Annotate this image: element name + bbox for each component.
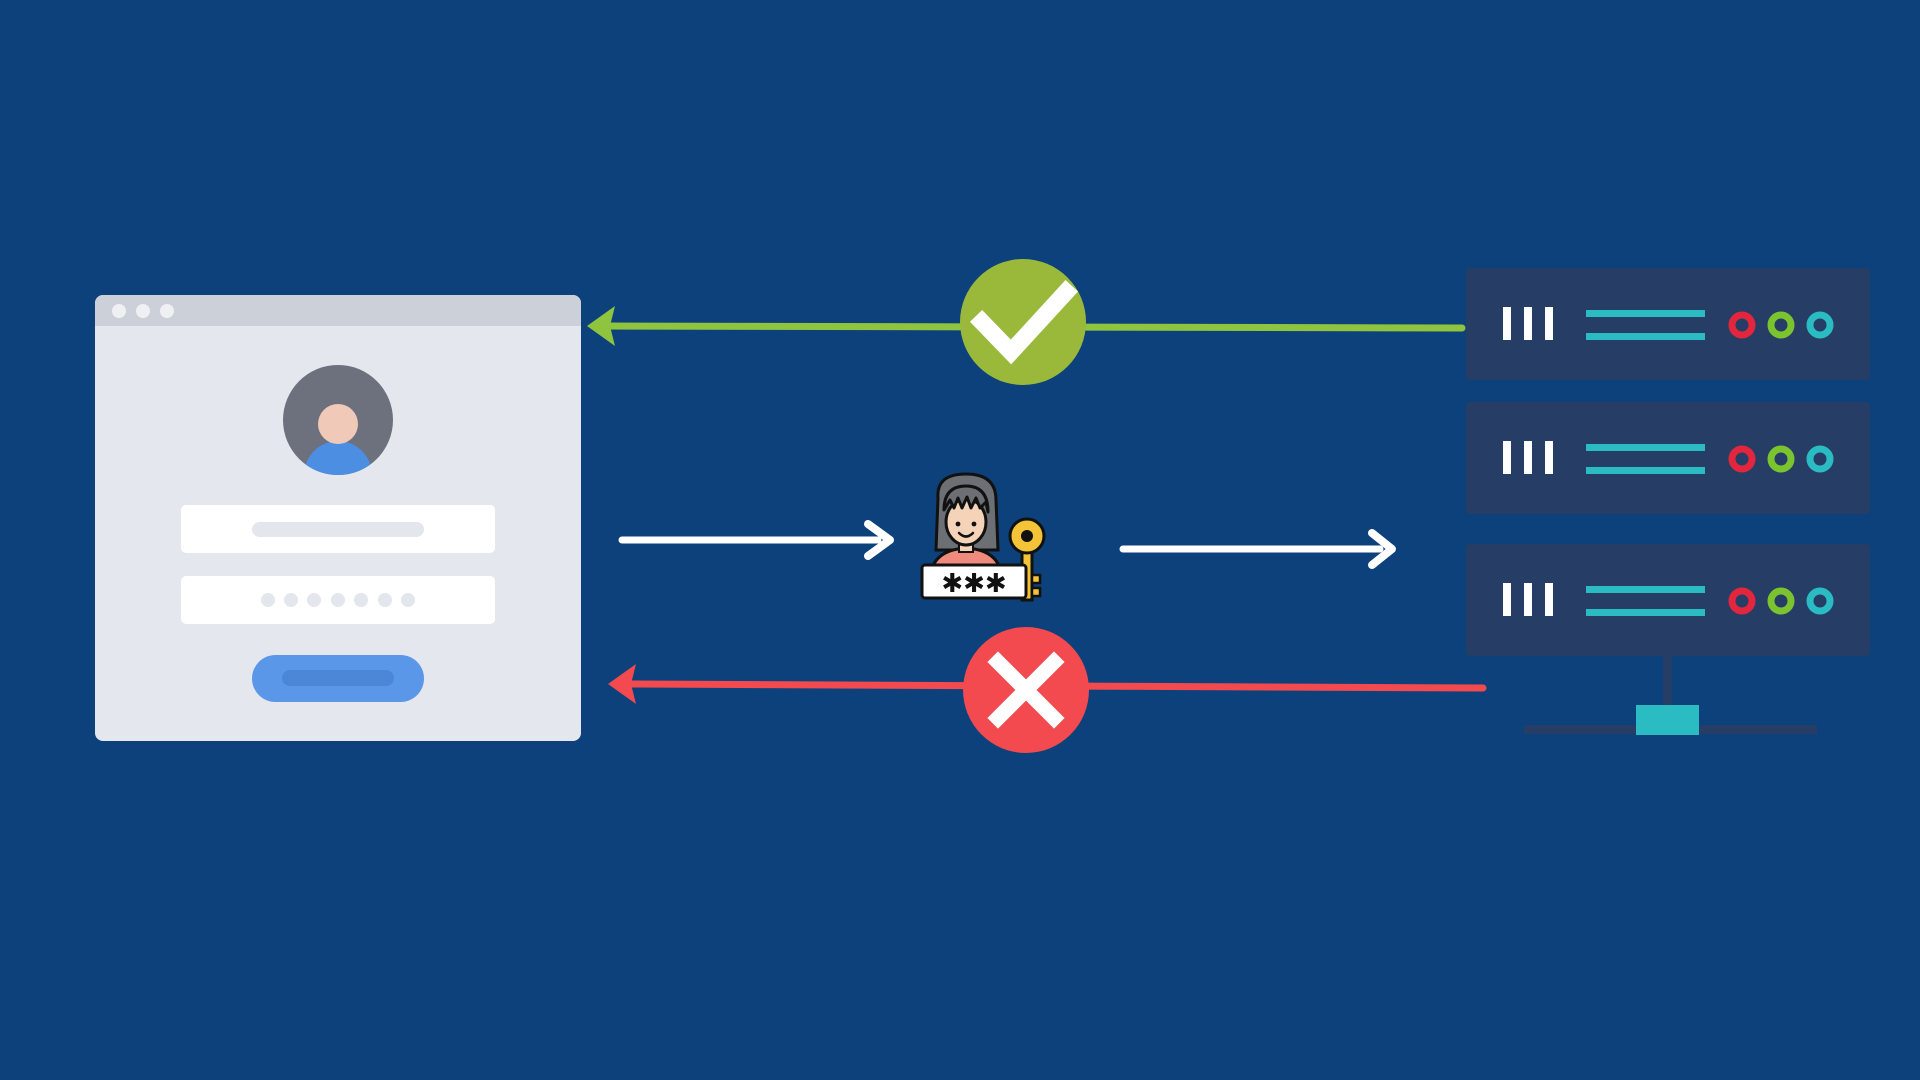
request-arrow-to-user <box>618 520 894 560</box>
server-unit <box>1466 544 1870 656</box>
login-button[interactable] <box>252 655 424 702</box>
mask-dot <box>401 593 415 607</box>
vent-bar <box>1503 441 1511 474</box>
server-line <box>1586 586 1705 593</box>
led-green <box>1767 311 1795 339</box>
window-dot <box>160 304 174 318</box>
checkmark-stroke <box>969 279 1079 365</box>
server-stand-pole <box>1663 656 1672 708</box>
network-switch <box>1636 705 1699 735</box>
key-hole <box>1021 530 1033 542</box>
person-smile <box>957 531 975 538</box>
led-green <box>1767 445 1795 473</box>
failure-arrowhead <box>608 664 636 704</box>
server-line <box>1586 467 1705 474</box>
mask-dot <box>331 593 345 607</box>
server-unit-body <box>1466 544 1870 656</box>
success-response-arrow <box>587 259 1466 385</box>
led-red <box>1728 445 1756 473</box>
led-cyan <box>1806 587 1834 615</box>
vent-bar <box>1524 307 1532 340</box>
led-red <box>1728 311 1756 339</box>
failure-response-arrow <box>608 627 1487 753</box>
mask-dot <box>261 593 275 607</box>
mask-dot <box>378 593 392 607</box>
password-mask-dots <box>261 593 415 607</box>
led-cyan <box>1806 311 1834 339</box>
x-mark-stroke <box>987 651 1065 729</box>
password-box-frame <box>920 563 1028 600</box>
server-unit <box>1466 268 1870 380</box>
request-arrowhead <box>864 520 894 560</box>
led-red <box>1728 587 1756 615</box>
server-unit-body <box>1466 268 1870 380</box>
mask-dot <box>307 593 321 607</box>
person-eye <box>955 521 961 527</box>
vent-bar <box>1524 583 1532 616</box>
request-arrow-to-server <box>1119 529 1396 569</box>
led-cyan <box>1806 445 1834 473</box>
vent-bar <box>1524 441 1532 474</box>
vent-bar <box>1545 307 1553 340</box>
user-key-icon: ✱✱✱ <box>920 472 1046 602</box>
password-box: ✱✱✱ <box>920 563 1028 600</box>
server-rack <box>1466 268 1870 735</box>
success-arrowhead <box>587 306 615 346</box>
vent-bar <box>1545 583 1553 616</box>
server-line <box>1586 609 1705 616</box>
x-mark-icon <box>963 627 1089 753</box>
led-green <box>1767 587 1795 615</box>
person-eye <box>971 521 977 527</box>
window-dot <box>136 304 150 318</box>
browser-titlebar <box>95 295 581 326</box>
key-teeth <box>1030 573 1042 598</box>
server-line <box>1586 333 1705 340</box>
vent-bar <box>1503 307 1511 340</box>
request-arrowhead <box>1368 529 1396 569</box>
avatar-face <box>318 404 358 444</box>
login-button-label-bar <box>282 670 394 686</box>
vent-bar <box>1545 441 1553 474</box>
server-unit <box>1466 402 1870 514</box>
success-badge <box>960 259 1086 385</box>
username-placeholder-bar <box>252 522 424 537</box>
mask-dot <box>354 593 368 607</box>
vent-bar <box>1503 583 1511 616</box>
avatar-body <box>304 441 372 475</box>
login-window <box>95 295 581 741</box>
server-line <box>1586 310 1705 317</box>
user-avatar-icon <box>283 365 393 475</box>
mask-dot <box>284 593 298 607</box>
checkmark-icon <box>960 259 1086 385</box>
password-field[interactable] <box>181 576 495 624</box>
password-mask-text: ✱✱✱ <box>941 569 1006 599</box>
server-unit-body <box>1466 402 1870 514</box>
username-field[interactable] <box>181 505 495 553</box>
window-dot <box>112 304 126 318</box>
person-bangs <box>942 484 990 514</box>
server-line <box>1586 444 1705 451</box>
